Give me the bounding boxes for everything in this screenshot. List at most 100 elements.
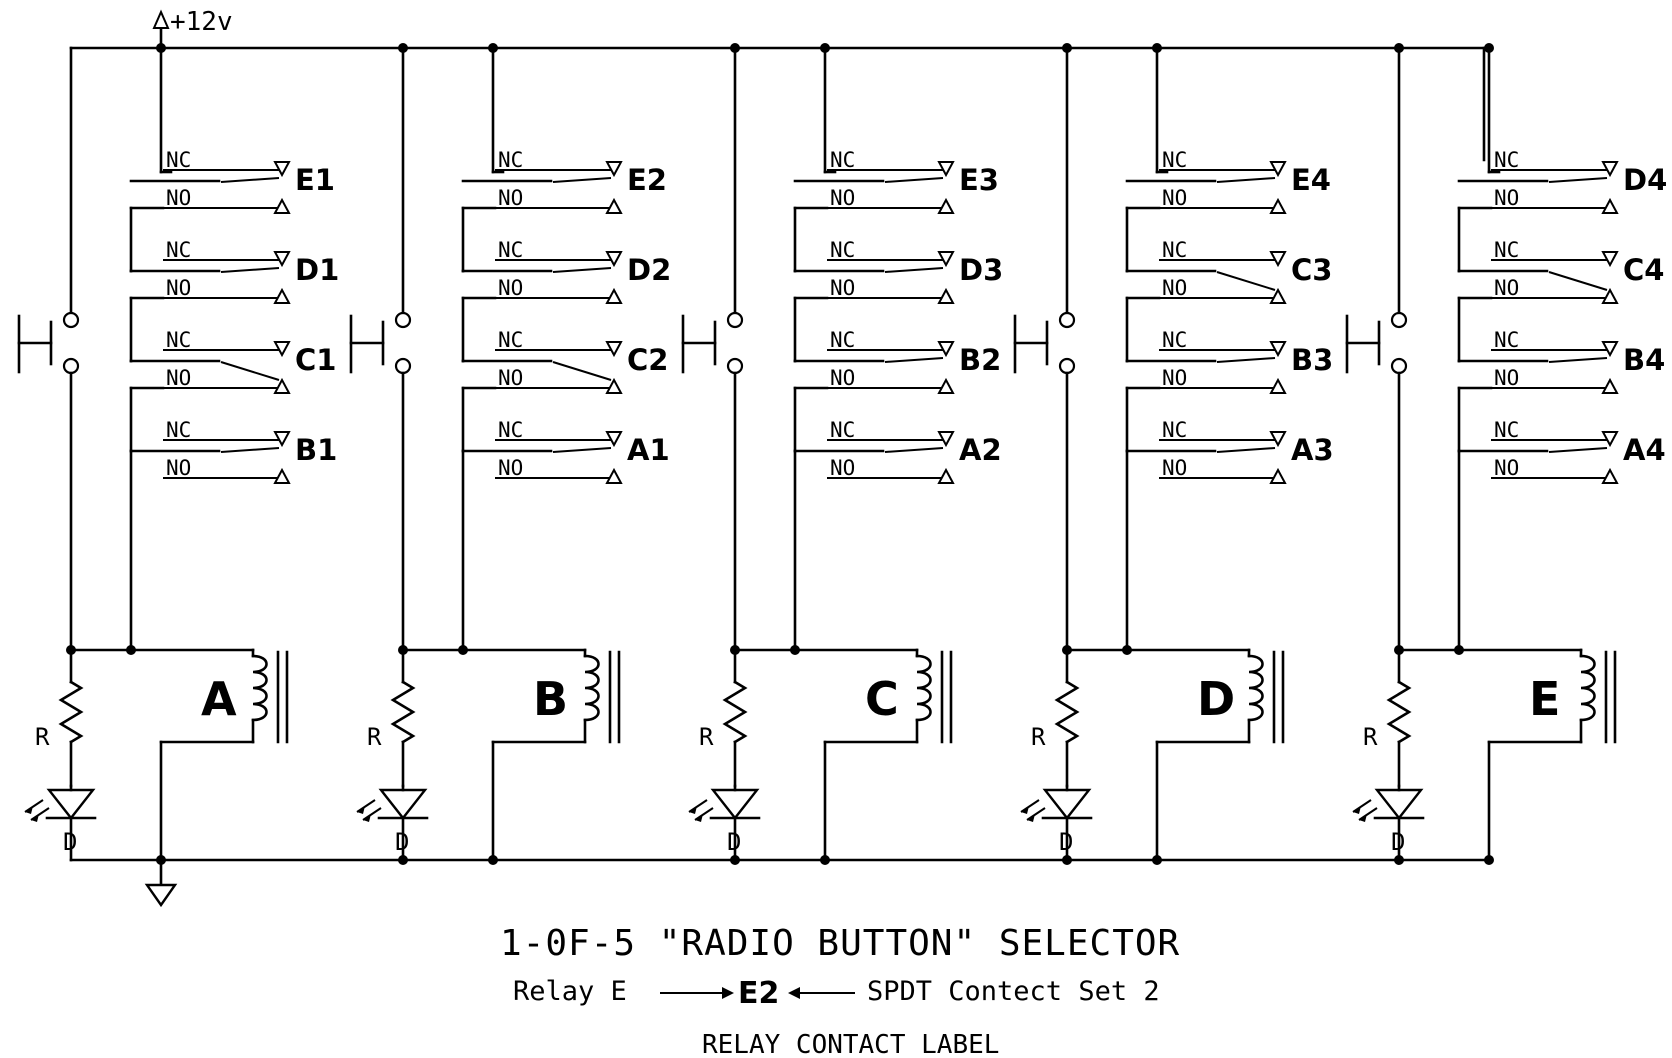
relay-name-label: C (865, 672, 899, 726)
no-label: NO (498, 276, 523, 300)
led-diode: D (24, 784, 97, 862)
nc-label: NC (498, 238, 523, 262)
led-diode: D (688, 784, 761, 862)
led-diode: D (356, 784, 429, 862)
no-label: NO (1162, 366, 1187, 390)
nc-label: NC (1162, 148, 1187, 172)
no-label: NO (498, 366, 523, 390)
junction-dot (1394, 855, 1404, 865)
supply-terminal: +12v (152, 7, 233, 48)
no-label: NO (498, 456, 523, 480)
contact-label: B4 (1623, 343, 1665, 377)
relay-coil-e: E (1487, 648, 1617, 862)
contact-label: A1 (627, 433, 670, 467)
contact-label-legend: Relay E E2 SPDT Contect Set 2 RELAY CONT… (513, 976, 1160, 1058)
resistor: R (1363, 648, 1412, 788)
junction-dot (156, 855, 166, 865)
nc-label: NC (1162, 238, 1187, 262)
relay-coil-d: D (1155, 648, 1285, 862)
no-label: NO (1162, 186, 1187, 210)
nc-label: NC (166, 148, 191, 172)
no-label: NO (1494, 456, 1519, 480)
button-contact (394, 311, 412, 329)
no-label: NO (498, 186, 523, 210)
junction-dot (398, 855, 408, 865)
diode-label: D (63, 828, 77, 856)
no-label: NO (830, 276, 855, 300)
resistor: R (1031, 648, 1080, 788)
button-contact (394, 357, 412, 375)
no-label: NO (166, 366, 191, 390)
contact-set-d2: NC NO D2 (461, 238, 671, 363)
junction-dot (1062, 855, 1072, 865)
legend-example-label: E2 (738, 976, 779, 1011)
contact-label: D2 (627, 253, 671, 287)
relay-name-label: D (1197, 672, 1235, 726)
button-contact (1058, 311, 1076, 329)
contact-set-b3: NC NO B3 (1125, 328, 1333, 453)
legend-relay-text: Relay E (513, 976, 627, 1007)
nc-label: NC (498, 418, 523, 442)
nc-label: NC (1162, 328, 1187, 352)
contact-label: B1 (295, 433, 337, 467)
no-label: NO (1162, 276, 1187, 300)
contact-set-b1: NC NO B1 (129, 418, 337, 652)
no-label: NO (1494, 186, 1519, 210)
contact-label: D3 (959, 253, 1003, 287)
legend-set-text: SPDT Contect Set 2 (867, 976, 1160, 1007)
nc-label: NC (166, 238, 191, 262)
push-button (1345, 314, 1381, 374)
contact-label: C4 (1623, 253, 1664, 287)
nc-label: NC (1494, 328, 1519, 352)
nc-label: NC (1494, 148, 1519, 172)
junction-dot (1062, 43, 1072, 53)
no-label: NO (830, 366, 855, 390)
no-label: NO (166, 456, 191, 480)
nc-label: NC (1494, 418, 1519, 442)
relay-name-label: E (1529, 672, 1560, 726)
no-label: NO (1494, 276, 1519, 300)
nc-label: NC (830, 418, 855, 442)
button-contact (1390, 357, 1408, 375)
no-label: NO (830, 456, 855, 480)
button-contact (62, 311, 80, 329)
button-contact (62, 357, 80, 375)
contact-set-a1: NC NO A1 (461, 418, 670, 652)
nc-label: NC (498, 148, 523, 172)
contact-label: D1 (295, 253, 339, 287)
contact-label: E3 (959, 163, 999, 197)
junction-dot (820, 855, 830, 865)
legend-caption: RELAY CONTACT LABEL (702, 1030, 999, 1058)
supply-voltage-label: +12v (170, 7, 233, 37)
junction-dot (1122, 645, 1132, 655)
junction-dot (1394, 43, 1404, 53)
relay-coil-a: A (159, 648, 289, 862)
resistor-label: R (699, 723, 714, 751)
push-button (17, 314, 53, 374)
nc-label: NC (1162, 418, 1187, 442)
junction-dot (1484, 855, 1494, 865)
contact-label: A3 (1291, 433, 1334, 467)
ground-symbol (144, 858, 178, 908)
relay-name-label: A (201, 672, 237, 726)
resistor-label: R (1031, 723, 1046, 751)
relay-coil-b: B (491, 648, 621, 862)
contact-set-c4: NC NO C4 (1457, 238, 1664, 363)
no-label: NO (830, 186, 855, 210)
nc-label: NC (166, 418, 191, 442)
contact-label: D4 (1623, 163, 1667, 197)
junction-dot (398, 43, 408, 53)
led-diode: D (1020, 784, 1093, 862)
junction-dot (730, 855, 740, 865)
contact-label: B3 (1291, 343, 1333, 377)
